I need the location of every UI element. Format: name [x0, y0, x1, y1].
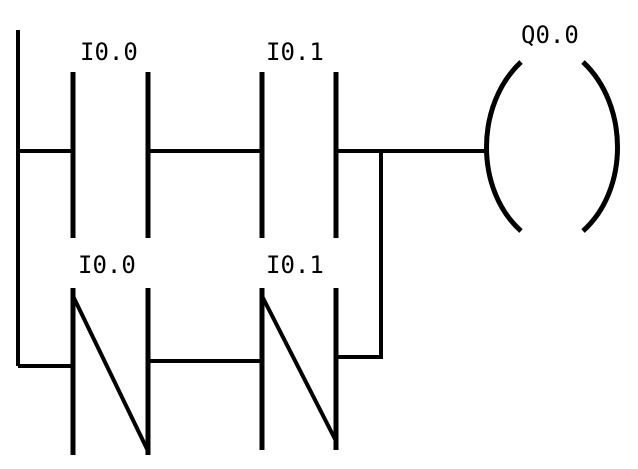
coil-label-q0-0: Q0.0 — [521, 21, 579, 49]
contact-nc-i0-0 — [70, 288, 151, 455]
contact-slash — [260, 295, 338, 442]
contact-label-nc-i0-0: I0.0 — [78, 251, 136, 279]
contact-no-i0-0 — [70, 72, 151, 238]
coil-right-arc — [581, 60, 620, 233]
coil-left-arc — [484, 60, 523, 233]
contact-slash — [71, 295, 150, 452]
output-coil-q0-0 — [484, 60, 620, 233]
contact-no-i0-1 — [259, 72, 339, 238]
contact-nc-i0-1 — [259, 288, 339, 450]
contact-label-i0-0: I0.0 — [80, 38, 138, 66]
contact-label-nc-i0-1: I0.1 — [266, 251, 324, 279]
contact-label-i0-1: I0.1 — [266, 38, 324, 66]
